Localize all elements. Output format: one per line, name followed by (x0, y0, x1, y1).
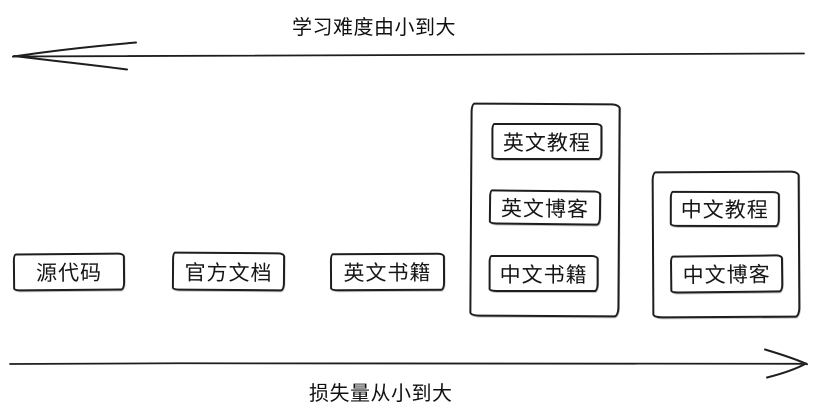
box-chinese-blogs: 中文博客 (669, 254, 784, 294)
loss-axis-arrow (9, 348, 808, 379)
group-box-english-resources: 英文教程 英文博客 中文书籍 (469, 102, 621, 318)
box-english-books: 英文书籍 (329, 252, 446, 292)
box-english-blogs: 英文博客 (488, 189, 602, 226)
box-chinese-books: 中文书籍 (488, 254, 599, 293)
box-official-docs: 官方文档 (171, 251, 286, 292)
group-box-chinese-resources: 中文教程 中文博客 (651, 170, 801, 319)
top-axis-label: 学习难度由小到大 (292, 17, 456, 39)
box-english-tutorials: 英文教程 (491, 122, 603, 161)
box-source-code: 源代码 (12, 252, 126, 292)
difficulty-axis-arrow (12, 41, 805, 71)
box-chinese-tutorials: 中文教程 (669, 190, 780, 228)
bottom-axis-label: 损失量从小到大 (309, 383, 453, 405)
